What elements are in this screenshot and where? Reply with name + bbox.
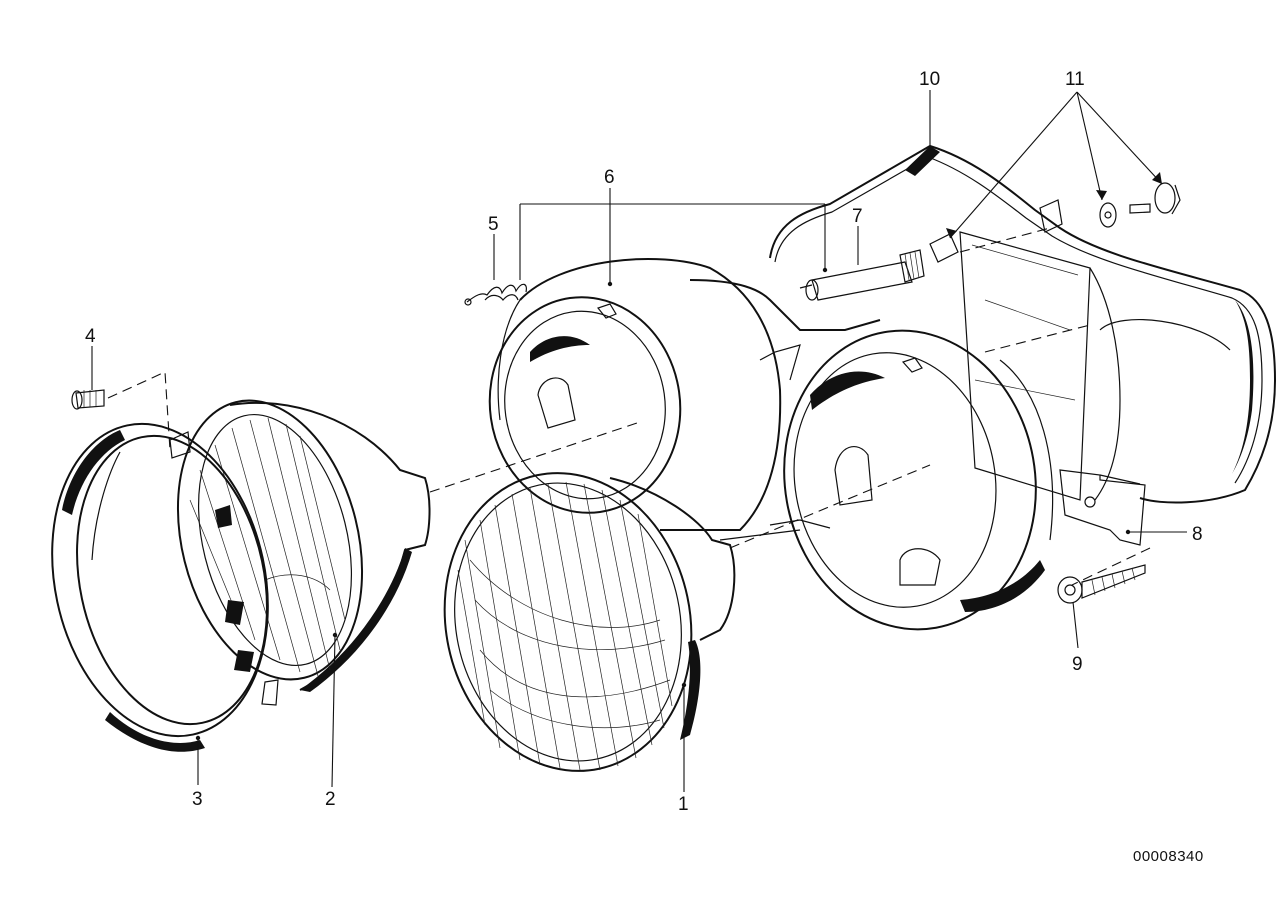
- callout-8: 8: [1192, 524, 1203, 545]
- tension-spring: [464, 283, 527, 306]
- sealed-beam-lamp: [443, 472, 736, 772]
- lamp-lens-ribs: [457, 481, 673, 771]
- callout-10: 10: [919, 69, 940, 90]
- headlight-housing: [689, 144, 1277, 541]
- beam-adjuster: [799, 249, 925, 301]
- callout-2: 2: [325, 789, 336, 810]
- adjusting-screw: [71, 389, 105, 410]
- leader-lines: [91, 90, 1187, 792]
- callout-11: 11: [1065, 69, 1085, 90]
- callout-9: 9: [1072, 654, 1083, 675]
- self-tapping-screw: [1057, 564, 1146, 604]
- retaining-ring-ribs: [189, 417, 346, 677]
- reflector-bowl-right: [783, 329, 1054, 631]
- retaining-ring: [176, 399, 431, 692]
- drawing-number: 00008340: [1133, 848, 1204, 865]
- callout-1: 1: [678, 794, 689, 815]
- callout-numbers: 1 2 3 4 5 6 7 8 9 10 11: [85, 69, 1203, 815]
- callout-5: 5: [488, 214, 499, 235]
- callout-4: 4: [85, 326, 96, 347]
- reflector-bowl-left: [488, 257, 782, 531]
- assembly-lines: [107, 227, 1151, 586]
- callout-3: 3: [192, 789, 203, 810]
- mounting-bracket: [1059, 469, 1146, 546]
- callout-7: 7: [852, 206, 863, 227]
- callout-6: 6: [604, 167, 615, 188]
- fastener-set: [929, 182, 1181, 263]
- trim-ring: [51, 422, 279, 752]
